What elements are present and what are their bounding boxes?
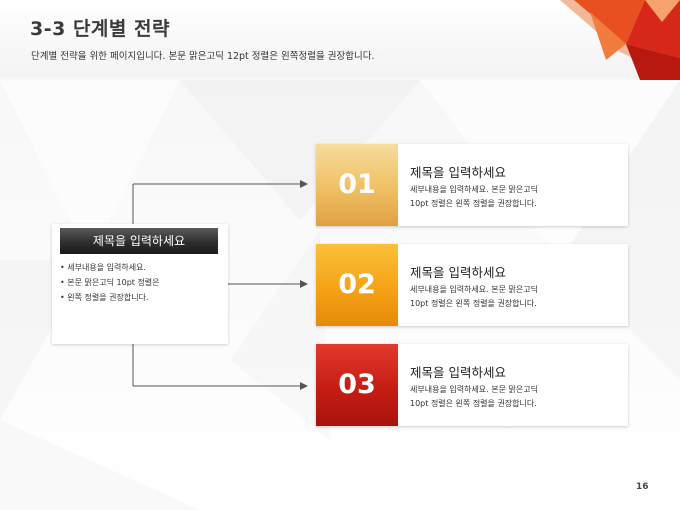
step-card-02: 02 제목을 입력하세요 세부내용을 입력하세요. 본문 맑은고딕 10pt 정… (316, 244, 628, 326)
step-description-line: 10pt 정렬은 왼쪽 정렬을 권장합니다. (410, 399, 537, 408)
step-title-01: 제목을 입력하세요 (410, 165, 506, 180)
step-number-03: 03 (316, 344, 398, 426)
step-description-03: 세부내용을 입력하세요. 본문 맑은고딕 10pt 정렬은 왼쪽 정렬을 권장합… (410, 383, 620, 411)
step-description-01: 세부내용을 입력하세요. 본문 맑은고딕 10pt 정렬은 왼쪽 정렬을 권장합… (410, 183, 620, 211)
step-description-line: 세부내용을 입력하세요. 본문 맑은고딕 (410, 285, 538, 294)
corner-decoration (560, 0, 680, 80)
page-number: 16 (636, 482, 649, 492)
header-band (0, 0, 680, 78)
step-card-03: 03 제목을 입력하세요 세부내용을 입력하세요. 본문 맑은고딕 10pt 정… (316, 344, 628, 426)
step-description-line: 10pt 정렬은 왼쪽 정렬을 권장합니다. (410, 299, 537, 308)
topic-box: 제목을 입력하세요 세부내용을 입력하세요. 본문 맑은고딕 10pt 정렬은 … (52, 224, 228, 344)
step-number-02: 02 (316, 244, 398, 326)
topic-bullet-item: 본문 맑은고딕 10pt 정렬은 (60, 275, 159, 290)
step-card-01: 01 제목을 입력하세요 세부내용을 입력하세요. 본문 맑은고딕 10pt 정… (316, 144, 628, 226)
topic-bullet-list: 세부내용을 입력하세요. 본문 맑은고딕 10pt 정렬은 왼쪽 정렬을 권장합… (60, 260, 160, 305)
step-title-03: 제목을 입력하세요 (410, 365, 506, 380)
step-title-02: 제목을 입력하세요 (410, 265, 506, 280)
step-description-line: 세부내용을 입력하세요. 본문 맑은고딕 (410, 185, 538, 194)
step-description-line: 10pt 정렬은 왼쪽 정렬을 권장합니다. (410, 199, 537, 208)
topic-bullet-item: 왼쪽 정렬을 권장합니다. (60, 290, 160, 305)
page-title: 3-3 단계별 전략 (30, 18, 170, 40)
topic-box-title: 제목을 입력하세요 (60, 228, 218, 254)
topic-bullet-item: 세부내용을 입력하세요. (60, 260, 160, 275)
page-subtitle: 단계별 전략을 위한 페이지입니다. 본문 맑은고딕 12pt 정렬은 왼쪽정렬… (31, 51, 375, 62)
step-number-01: 01 (316, 144, 398, 226)
step-description-line: 세부내용을 입력하세요. 본문 맑은고딕 (410, 385, 538, 394)
step-description-02: 세부내용을 입력하세요. 본문 맑은고딕 10pt 정렬은 왼쪽 정렬을 권장합… (410, 283, 620, 311)
